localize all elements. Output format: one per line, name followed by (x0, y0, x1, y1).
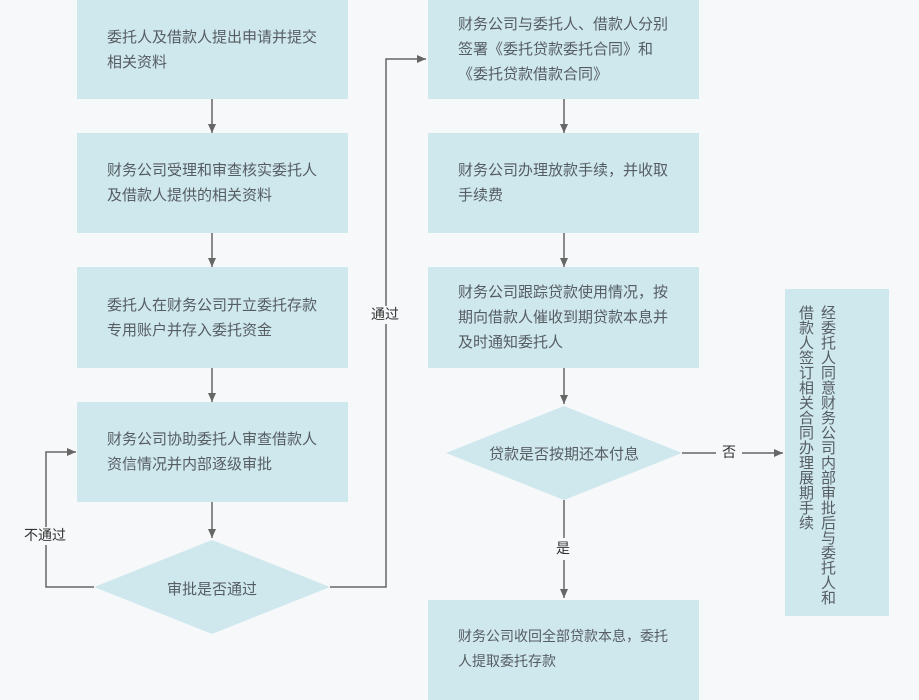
passed-label: 通过 (371, 306, 399, 324)
repayment-decision-diamond (446, 406, 682, 500)
arrow-not-passed-loop (45, 448, 94, 588)
no-label: 否 (716, 444, 742, 462)
approval-decision-diamond (94, 540, 330, 634)
repayment-decision-label: 贷款是否按期还本付息 (488, 445, 639, 463)
step-apply: 委托人及借款人提出申请并提交相关资料 (77, 0, 348, 99)
step-disburse-loan: 财务公司办理放款手续，并收取手续费 (428, 133, 699, 233)
step-review-materials: 财务公司受理和审查核实委托人及借款人提供的相关资料 (77, 133, 348, 233)
step-track-loan: 财务公司跟踪贷款使用情况，按期向借款人催收到期贷款本息并及时通知委托人 (428, 267, 699, 368)
step-track-loan-text: 财务公司跟踪贷款使用情况，按期向借款人催收到期贷款本息并及时通知委托人 (458, 283, 669, 351)
step-recover-loan: 财务公司收回全部贷款本息，委托人提取委托存款 (428, 600, 699, 700)
step-disburse-loan-text: 财务公司办理放款手续，并收取手续费 (458, 161, 669, 204)
step-sign-contracts-text: 财务公司与委托人、借款人分别签署《委托贷款委托合同》和《委托贷款借款合同》 (458, 15, 669, 83)
yes-label: 是 (556, 538, 570, 560)
not-passed-label: 不通过 (24, 527, 66, 545)
step-extension: 经委托人同意财务公司内部审批后与委托人和借款人签订相关合同办理展期手续 (785, 289, 889, 616)
step-open-account: 委托人在财务公司开立委托存款专用账户并存入委托资金 (77, 267, 348, 368)
step-review-materials-text: 财务公司受理和审查核实委托人及借款人提供的相关资料 (107, 161, 318, 204)
step-recover-loan-text: 财务公司收回全部贷款本息，委托人提取委托存款 (458, 629, 668, 670)
step-credit-review-text: 财务公司协助委托人审查借款人资信情况并内部逐级审批 (107, 430, 318, 473)
approval-decision-label: 审批是否通过 (166, 580, 257, 598)
step-credit-review: 财务公司协助委托人审查借款人资信情况并内部逐级审批 (77, 402, 348, 502)
step-open-account-text: 委托人在财务公司开立委托存款专用账户并存入委托资金 (107, 295, 318, 339)
step-sign-contracts: 财务公司与委托人、借款人分别签署《委托贷款委托合同》和《委托贷款借款合同》 (428, 0, 699, 99)
step-extension-text: 经委托人同意财务公司内部审批后与委托人和借款人签订相关合同办理展期手续 (797, 305, 837, 605)
step-apply-text: 委托人及借款人提出申请并提交相关资料 (107, 27, 318, 71)
